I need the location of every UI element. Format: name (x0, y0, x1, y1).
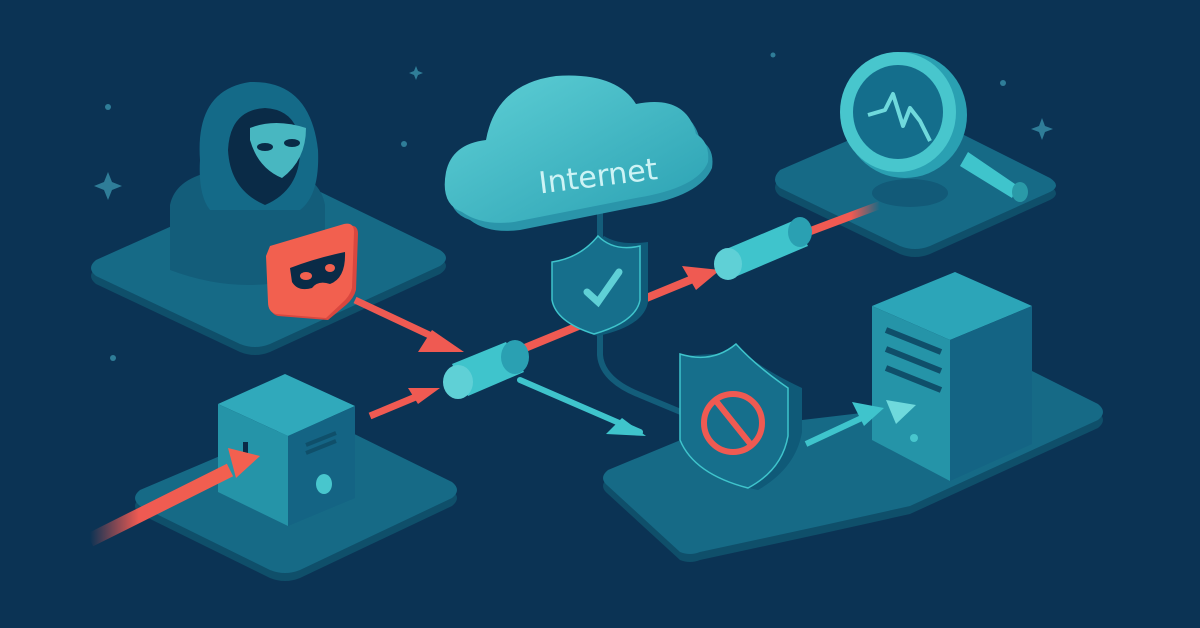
router-node-left (443, 340, 529, 399)
server-node (603, 272, 1103, 562)
hacker-node (91, 81, 446, 355)
internet-cloud: Internet (444, 75, 713, 231)
shield-block-icon (679, 342, 884, 490)
router-node-right (714, 217, 812, 280)
shield-check-icon (551, 234, 648, 336)
teal-arrowhead (606, 418, 646, 436)
device-node (135, 374, 457, 581)
pulse-line-icon (867, 92, 932, 142)
mask-badge-icon (266, 223, 358, 320)
mask-face-icon (250, 123, 306, 178)
sparkle-stars (94, 52, 1053, 361)
